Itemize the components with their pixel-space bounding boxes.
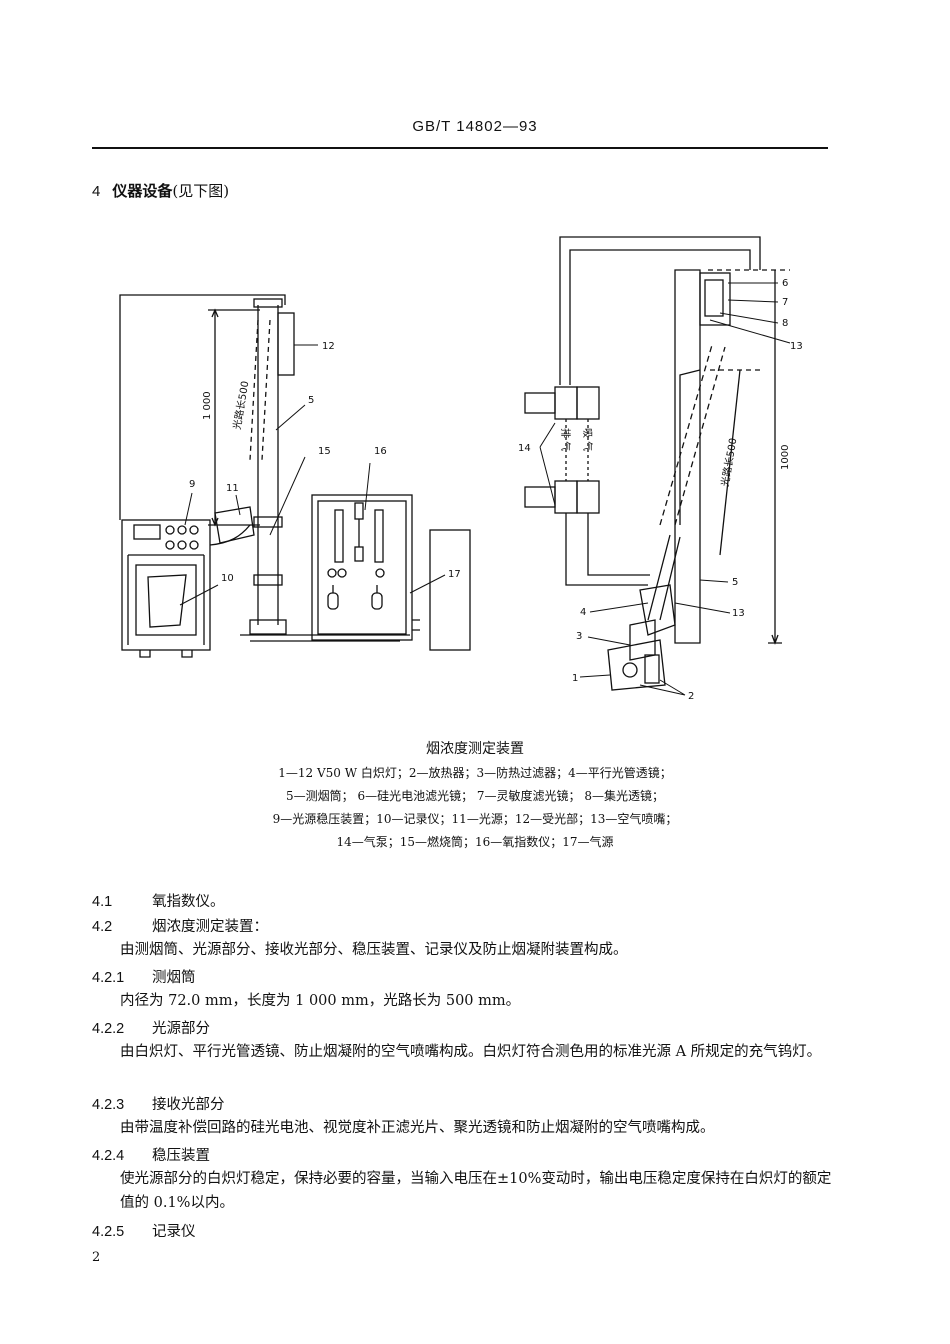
label-16: 16 (374, 446, 387, 457)
clause-4-2-1: 4.2.1 测烟筒 (92, 966, 196, 987)
clause-number: 4.2.5 (92, 1224, 125, 1240)
clause-4-2-2: 4.2.2 光源部分 (92, 1017, 210, 1038)
clause-number: 4.2.3 (92, 1097, 125, 1113)
label-15: 15 (318, 446, 331, 457)
path-length-right: 光路长500 (718, 437, 739, 488)
label-8: 8 (782, 318, 788, 329)
section-note: (见下图) (172, 182, 230, 200)
label-1: 1 (572, 673, 578, 684)
label-4: 4 (580, 607, 586, 618)
path-length-left: 光路长500 (230, 380, 251, 431)
intake-label: 吸 气 (581, 428, 594, 451)
section-number: 4 (92, 183, 101, 200)
clause-number: 4.2.1 (92, 970, 125, 986)
clause-title: 烟浓度测定装置： (152, 919, 268, 935)
clause-4-1: 4.1 氧指数仪。 (92, 890, 225, 911)
clause-4-2-5: 4.2.5 记录仪 (92, 1220, 196, 1241)
paragraph-4-2: 由测烟筒、光源部分、接收光部分、稳压装置、记录仪及防止烟凝附装置构成。 (120, 942, 628, 958)
label-17: 17 (448, 569, 461, 580)
clause-title: 接收光部分 (152, 1097, 225, 1113)
label-5-left: 5 (308, 395, 314, 406)
clause-title: 氧指数仪。 (152, 894, 225, 910)
clause-title: 测烟筒 (152, 970, 196, 986)
dimension-left-1000: 1 000 (202, 391, 213, 420)
paragraph-4-2-4: 使光源部分的白炽灯稳定，保持必要的容量，当输入电压在±10%变动时，输出电压稳定… (120, 1171, 832, 1211)
clause-title: 记录仪 (152, 1224, 196, 1240)
leader-lines (179, 282, 791, 696)
clause-number: 4.1 (92, 894, 113, 910)
exhaust-label: 排 气 (559, 428, 572, 451)
label-13-top: 13 (790, 341, 803, 352)
left-apparatus (119, 294, 471, 658)
clause-title: 稳压装置 (152, 1148, 210, 1164)
label-2: 2 (688, 691, 694, 702)
label-5-right: 5 (732, 577, 738, 588)
section-title: 仪器设备 (112, 182, 173, 200)
figure-legend-line: 14—气泵；15—燃烧筒；16—氧指数仪；17—气源 (336, 835, 614, 849)
page-number: 2 (92, 1250, 101, 1265)
paragraph-4-2-3: 由带温度补偿回路的硅光电池、视觉度补正滤光片、聚光透镜和防止烟凝附的空气喷嘴构成… (120, 1120, 715, 1136)
paragraph-4-2-1: 内径为 72.0 mm，长度为 1 000 mm，光路长为 500 mm。 (120, 993, 521, 1009)
clause-number: 4.2 (92, 919, 113, 935)
figure-legend-line: 5—测烟筒； 6—硅光电池滤光镜； 7—灵敏度滤光镜； 8—集光透镜； (286, 789, 664, 803)
clause-4-2: 4.2 烟浓度测定装置： (92, 915, 268, 936)
figure-caption-title: 烟浓度测定装置 (426, 741, 524, 757)
label-14: 14 (518, 443, 531, 454)
label-10: 10 (221, 573, 234, 584)
standard-header: GB/T 14802—93 (412, 118, 538, 135)
label-3: 3 (576, 631, 582, 642)
dimension-right-1000: 1000 (780, 445, 791, 470)
figure-legend-line: 1—12 V50 W 白炽灯；2—放热器；3—防热过滤器；4—平行光管透镜； (278, 766, 672, 780)
clause-title: 光源部分 (152, 1021, 210, 1037)
label-6: 6 (782, 278, 788, 289)
label-11: 11 (226, 483, 239, 494)
clause-4-2-3: 4.2.3 接收光部分 (92, 1093, 225, 1114)
right-apparatus (524, 236, 790, 691)
clause-number: 4.2.4 (92, 1148, 125, 1164)
label-9: 9 (189, 479, 195, 490)
clause-4-2-4: 4.2.4 稳压装置 (92, 1144, 210, 1165)
figure-legend-line: 9—光源稳压装置；10—记录仪；11—光源；12—受光部；13—空气喷嘴； (272, 812, 678, 826)
label-13-bottom: 13 (732, 608, 745, 619)
paragraph-4-2-2: 由白炽灯、平行光管透镜、防止烟凝附的空气喷嘴构成。白炽灯符合测色用的标准光源 A… (120, 1044, 822, 1060)
label-7: 7 (782, 297, 788, 308)
apparatus-figure: 12 5 15 16 9 11 10 17 6 7 8 13 14 5 4 13… (119, 236, 803, 702)
label-12: 12 (322, 341, 335, 352)
section-heading: 4 仪器设备(见下图) (92, 180, 229, 201)
header-rule (92, 147, 828, 149)
clause-number: 4.2.2 (92, 1021, 125, 1037)
